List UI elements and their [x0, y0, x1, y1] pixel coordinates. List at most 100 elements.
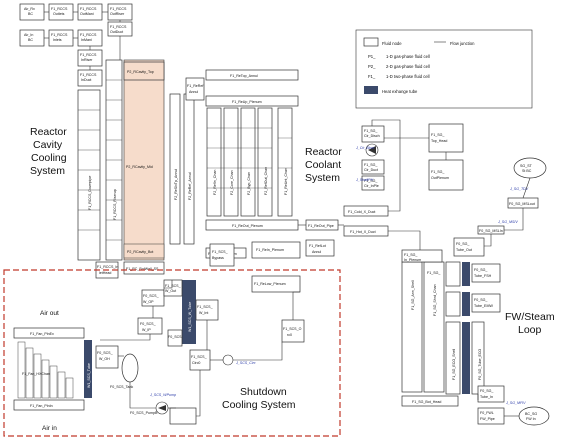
scs-air-out: Air out [40, 310, 59, 317]
svg-text:Inlets: Inlets [53, 38, 62, 42]
rccs-downpipe: F1_RCCS_Downpipe [88, 176, 92, 210]
fwl-fw-pipe: F0_FWL [480, 411, 494, 415]
sg-msl-out: F0_SG_MSLout [509, 202, 535, 206]
svg-text:F2_Core_Chan: F2_Core_Chan [230, 170, 234, 195]
svg-text:Bypass: Bypass [212, 256, 224, 260]
j-shaft: J_ShaftPH [355, 178, 374, 182]
svg-text:In_Plenum: In_Plenum [404, 258, 421, 262]
cold-duct: F1_Cold_X_Duct [348, 210, 375, 214]
rcs-title-1: Reactor [305, 146, 342, 158]
cavity-bot: P2_RCavity_Bot [127, 250, 153, 254]
scs-bypass: F1_SCS_ [212, 250, 229, 254]
svg-text:F0_SCS: F0_SCS [168, 335, 182, 339]
relow-plenum: F1_ReLow_Plenum [254, 282, 286, 286]
legend-flow-junction: Flow junction [450, 41, 475, 46]
legend: Fluid node Flow junction P1_ 1-D gas-pha… [355, 29, 533, 109]
sg-msl-in: F0_SG_MSLIn [479, 229, 503, 233]
sg-top-head: F1_SG_ [431, 133, 445, 137]
svg-text:W_IP: W_IP [142, 328, 151, 332]
fw-title-2: Loop [518, 324, 542, 336]
refl-annul: F1_RefLot [309, 244, 326, 248]
scs-title-2: Cooling System [222, 399, 296, 411]
svg-text:Cir_InPle: Cir_InPle [364, 184, 379, 188]
svg-text:F1_SG_Ann_Shell: F1_SG_Ann_Shell [411, 280, 415, 310]
scs-tank-label: F0_SCS_Tank [110, 385, 133, 389]
air-rx-bc: Air_Rx [24, 7, 35, 11]
heat-tube-eco [462, 322, 470, 394]
cavity-top: P2_RCavity_Top [127, 70, 154, 74]
svg-text:Cir_Duct: Cir_Duct [364, 168, 378, 172]
svg-text:FW In: FW In [526, 417, 536, 421]
sg-outplenum: F1_SG_ [431, 170, 445, 174]
svg-text:F1_SG_ECO_Shell: F1_SG_ECO_Shell [452, 349, 456, 380]
scs-w-out: F1_SCS_ [165, 284, 182, 288]
scs-wp: F0_SCS_ [140, 322, 157, 326]
rccs-inlet-head: F1_RCCS_In [97, 265, 118, 269]
svg-text:Circ0: Circ0 [192, 361, 200, 365]
rccs-outmani: F1_RCCS [80, 7, 97, 11]
svg-text:F1_SG_Shrd_Chan: F1_SG_Shrd_Chan [433, 284, 437, 316]
svg-text:F0_SG_: F0_SG_ [480, 389, 494, 393]
j-scs-wpump: J_SCS_WPump [149, 393, 176, 397]
scs-air-in: Air in [42, 425, 57, 432]
svg-text:F2_ReRef_Annul: F2_ReRef_Annul [188, 172, 192, 200]
circulator-icon [368, 146, 376, 154]
j-scs-circ: J_SCS_Circ [235, 361, 256, 365]
svg-text:FW_Pipe: FW_Pipe [480, 417, 495, 421]
svg-text:W1_SCS_Tube: W1_SCS_Tube [87, 363, 91, 388]
svg-text:Top_Head: Top_Head [431, 139, 447, 143]
rctl-plenum: F1_ReIn_Plenum [256, 248, 284, 252]
sg-cir-duct: F1_SG_ [364, 163, 378, 167]
svg-text:InMani: InMani [81, 38, 92, 42]
sg-tube-out: F0_SG_ [456, 242, 470, 246]
legend-heat-tube: Heat exhange tube [382, 89, 418, 94]
rccs-title-2: Cavity [33, 139, 63, 151]
fan-plnin: F1_Fan_PlnIn [30, 404, 53, 408]
scs-title-1: Shutdown [240, 386, 287, 398]
fan-hxchan: F1_Fan_HXChan [22, 372, 50, 376]
rccs-outduct: F1_RCCS [110, 25, 127, 29]
fw-group: F1_SG_Ann_Shell F1_SG_Shrd_Chan F1_SG_ I… [401, 157, 555, 426]
svg-text:W1_SCS_W_Tube: W1_SCS_W_Tube [188, 302, 192, 332]
rx-top: F1_ReRef [187, 84, 203, 88]
scs-w-oh: F0_SCS_ [97, 351, 114, 355]
sg-cir-blower: F1_SG_ [364, 129, 378, 133]
svg-text:W_Out: W_Out [165, 289, 176, 293]
svg-text:OutRiser: OutRiser [110, 12, 125, 16]
sg-tube-emw: F0_SG_ [474, 298, 488, 302]
sg-cir-inple: F1_SG_ [364, 179, 378, 183]
scs-pumpb: F0_SCS_PumpB [130, 411, 158, 415]
svg-text:BC: BC [28, 38, 33, 42]
svg-text:F1_ReUnt_Chan: F1_ReUnt_Chan [284, 168, 288, 195]
rcs-group: F2_ReSlvTp_Annul F2_ReRef_Annul F1_ReRef… [169, 69, 464, 293]
svg-text:F2_ReSlvTp_Annul: F2_ReSlvTp_Annul [174, 169, 178, 200]
reout-plenum: F1_ReOut_Plenum [232, 224, 263, 228]
svg-text:P2_: P2_ [368, 64, 376, 69]
svg-text:rc0: rc0 [287, 333, 292, 337]
legend-1d-two-phase: 1-D two-phase fluid cell [386, 74, 430, 79]
sg-fsh-shell: F1_SG_ [427, 271, 441, 275]
svg-text:F2_Byp_Chan: F2_Byp_Chan [247, 172, 251, 195]
svg-text:F2_RefIn_Chan: F2_RefIn_Chan [213, 170, 217, 195]
svg-text:InRiser: InRiser [81, 58, 93, 62]
svg-text:F0_SG_Tube_ECO: F0_SG_Tube_ECO [478, 349, 482, 380]
scs-group: Air out Air in F1_Fan_PlnEx F1_Fan_PlnIn… [3, 269, 341, 437]
scs-w-tube [182, 280, 196, 344]
sg-st-bc: SG_ST [520, 164, 533, 168]
svg-text:BC: BC [28, 12, 33, 16]
svg-text:OutMani: OutMani [80, 12, 94, 16]
rccs-bottom: F1_RC_BotWall_SS [126, 267, 159, 271]
sg-bot-head: F1_SG_Bot_Head [412, 400, 441, 404]
rccs-outlets: F1_RCCS [51, 7, 68, 11]
svg-text:InDuct: InDuct [81, 78, 91, 82]
rccs-group: Air_Rx BC Air_In BC F1_RCCS Outlets F1_R… [19, 3, 165, 279]
svg-text:Outlets: Outlets [53, 12, 65, 16]
retop-annul: F1_ReTop_Annul [230, 74, 258, 78]
rccs-title-1: Reactor [30, 126, 67, 138]
rccs-title-4: System [30, 165, 65, 177]
svg-text:Cir_Disch: Cir_Disch [364, 134, 380, 138]
rccs-outriser: F1_RCCS [110, 7, 127, 11]
svg-text:F2_RefOut_Chan: F2_RefOut_Chan [264, 167, 268, 195]
svg-text:OutPlenum: OutPlenum [431, 176, 449, 180]
